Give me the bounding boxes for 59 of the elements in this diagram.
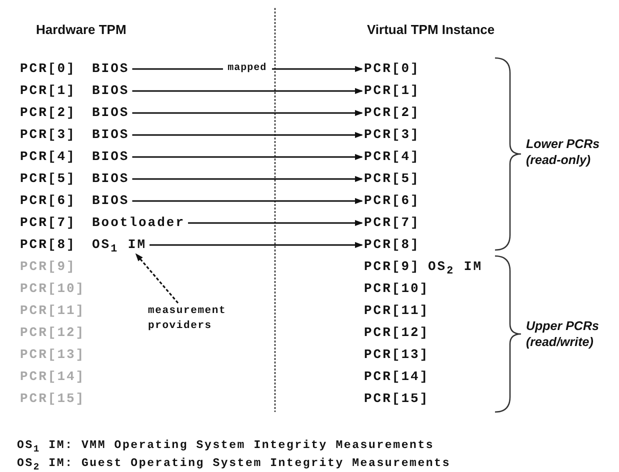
register-label: PCR[8] [364, 237, 420, 253]
arrow [132, 198, 363, 204]
register-label: PCR[3] [20, 127, 76, 143]
arrow [150, 242, 363, 248]
register-label: PCR[12] [364, 325, 430, 341]
arrow [132, 110, 363, 116]
arrow [132, 132, 363, 138]
arrow [132, 154, 363, 160]
arrow [132, 176, 363, 182]
register-label: PCR[6] [364, 193, 420, 209]
register-label: PCR[15] [20, 391, 86, 407]
register-label: PCR[11] [20, 303, 86, 319]
provider-label: OS$_{2}$ IM [428, 259, 483, 280]
provider-label: BIOS [92, 127, 130, 143]
register-label: PCR[3] [364, 127, 420, 143]
leader-arrow [135, 253, 179, 304]
register-label: PCR[15] [364, 391, 430, 407]
register-label: PCR[2] [20, 105, 76, 121]
provider-label: BIOS [92, 83, 130, 99]
register-label: PCR[7] [20, 215, 76, 231]
register-label: PCR[11] [364, 303, 430, 319]
register-label: PCR[6] [20, 193, 76, 209]
register-label: PCR[13] [20, 347, 86, 363]
annotation-text: measurement providers [148, 304, 244, 334]
register-label: PCR[0] [20, 61, 76, 77]
register-label: PCR[5] [364, 171, 420, 187]
register-label: PCR[10] [364, 281, 430, 297]
register-label: PCR[1] [20, 83, 76, 99]
register-label: PCR[13] [364, 347, 430, 363]
register-label: PCR[12] [20, 325, 86, 341]
provider-label: OS$_{1}$ IM [92, 237, 147, 258]
provider-label: BIOS [92, 61, 130, 77]
column-heading: Virtual TPM Instance [367, 22, 495, 37]
provider-label: BIOS [92, 149, 130, 165]
brace-label: Upper PCRs (read/write) [526, 318, 600, 350]
register-label: PCR[9] [364, 259, 420, 275]
register-label: PCR[0] [364, 61, 420, 77]
register-label: PCR[2] [364, 105, 420, 121]
footnote: OS$_{1}$ IM: VMM Operating System Integrity Measurements [17, 439, 434, 454]
register-label: PCR[4] [364, 149, 420, 165]
brace-label: Lower PCRs (read-only) [526, 136, 601, 168]
provider-label: Bootloader [92, 215, 186, 231]
register-label: PCR[4] [20, 149, 76, 165]
register-label: PCR[7] [364, 215, 420, 231]
register-label: PCR[5] [20, 171, 76, 187]
edge-label: mapped [222, 62, 272, 75]
register-label: PCR[8] [20, 237, 76, 253]
arrow [188, 220, 363, 226]
provider-label: BIOS [92, 105, 130, 121]
footnote: OS$_{2}$ IM: Guest Operating System Integrity Measurements [17, 457, 451, 472]
register-label: PCR[9] [20, 259, 76, 275]
register-label: PCR[14] [364, 369, 430, 385]
register-label: PCR[10] [20, 281, 86, 297]
arrow [132, 88, 363, 94]
provider-label: BIOS [92, 193, 130, 209]
provider-label: BIOS [92, 171, 130, 187]
register-label: PCR[1] [364, 83, 420, 99]
column-heading: Hardware TPM [36, 22, 126, 37]
register-label: PCR[14] [20, 369, 86, 385]
